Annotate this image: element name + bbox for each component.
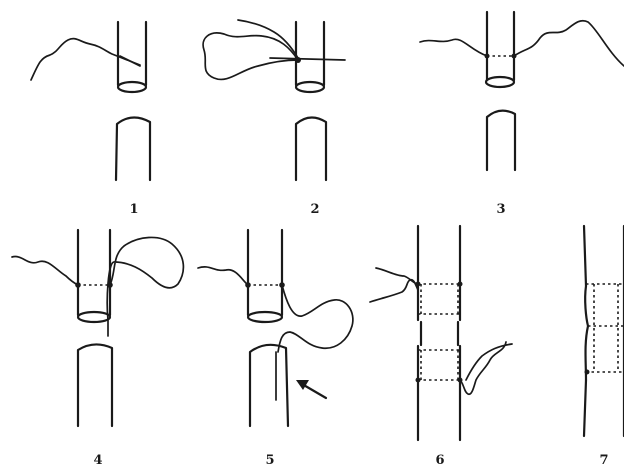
step-label-4: 4 <box>93 453 102 468</box>
step-label-6: 6 <box>435 453 444 468</box>
lower-vessel-segment <box>296 117 326 180</box>
needle-path <box>270 58 345 60</box>
upper-vessel-segment <box>296 22 324 92</box>
step-label-1: 1 <box>129 202 138 217</box>
step-4: 4 <box>12 230 183 468</box>
upper-vessel-segment <box>248 230 282 322</box>
knot <box>75 282 81 288</box>
knot <box>512 54 517 59</box>
vessel-segment <box>418 226 460 440</box>
lower-vessel-segment <box>250 345 288 426</box>
step-3: 3 <box>420 12 624 217</box>
step-label-2: 2 <box>310 202 319 217</box>
suture-thread <box>198 267 248 285</box>
stitch-band <box>585 284 624 375</box>
upper-stitch-band <box>416 282 463 315</box>
suture-loop <box>107 237 183 336</box>
knot <box>245 282 251 288</box>
step-6: 6 <box>370 226 512 468</box>
suture-loop <box>278 285 353 352</box>
suture-thread-right <box>514 21 624 66</box>
suture-tie-upper <box>370 268 418 302</box>
suture-thread <box>31 39 140 80</box>
step-1: 1 <box>31 22 150 217</box>
needle-path <box>120 56 140 66</box>
lower-vessel-segment <box>78 344 112 426</box>
knot <box>107 282 113 288</box>
step-label-7: 7 <box>599 453 608 468</box>
knot <box>279 282 285 288</box>
upper-vessel-segment <box>486 12 514 87</box>
lower-vessel-segment <box>116 117 150 180</box>
vessel-segment <box>584 226 624 436</box>
suture-thread <box>12 257 78 285</box>
suture-thread <box>238 20 298 58</box>
step-2: 2 <box>203 20 345 217</box>
knot <box>295 57 301 63</box>
knot <box>485 54 490 59</box>
arrow-indicator <box>296 380 326 398</box>
suture-tie-lower <box>460 342 512 394</box>
suture-thread-left <box>420 39 487 56</box>
step-label-5: 5 <box>265 453 274 468</box>
step-label-3: 3 <box>496 202 505 217</box>
step-5: 5 <box>198 230 353 468</box>
lower-vessel-segment <box>487 111 515 170</box>
lower-stitch-band <box>416 350 463 383</box>
upper-vessel-segment <box>78 230 110 322</box>
step-7: 7 <box>584 226 624 468</box>
